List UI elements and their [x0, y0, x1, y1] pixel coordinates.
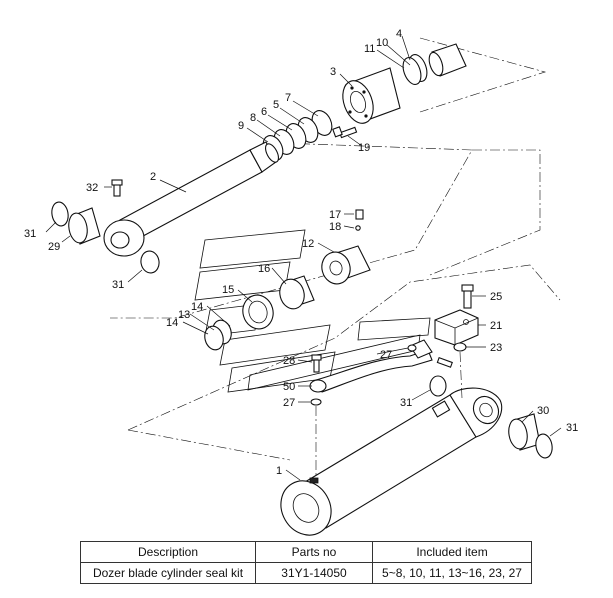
callout-labels: 4 10 11 3 7 5 6 8 9 19 2 32 31 29 31 17 …: [24, 28, 578, 477]
callout-31-d: 31: [566, 422, 578, 434]
header-included-item: Included item: [372, 541, 532, 563]
part-29-bushing: [68, 207, 101, 245]
part-12-piston: [321, 245, 371, 285]
callout-29: 29: [48, 241, 60, 253]
part-18-ball: [355, 225, 361, 231]
part-28-bolt: [311, 354, 322, 373]
part-23-oring: [453, 342, 467, 352]
cell-included-item: 5~8, 10, 11, 13~16, 23, 27: [372, 562, 532, 584]
part-3-gland: [342, 67, 401, 124]
callout-14-a: 14: [191, 301, 203, 313]
callout-27-b: 27: [283, 397, 295, 409]
part-31-ring-d: [535, 433, 553, 459]
callout-8: 8: [250, 112, 256, 124]
callout-14-b: 14: [166, 317, 178, 329]
cell-parts-no: 31Y1-14050: [255, 562, 373, 584]
header-parts-no: Parts no: [255, 541, 373, 563]
callout-16: 16: [258, 263, 270, 275]
callout-23: 23: [490, 342, 502, 354]
callout-21: 21: [490, 320, 502, 332]
callout-11: 11: [364, 43, 375, 55]
callout-27-a: 27: [380, 349, 392, 361]
callout-31-b: 31: [112, 279, 124, 291]
callout-6: 6: [261, 106, 267, 118]
part-27-oring-a: [407, 344, 417, 352]
part-4-rod-end: [428, 43, 467, 77]
part-28-bolt-b: [436, 357, 453, 368]
callout-28: 28: [283, 355, 295, 367]
callout-31-a: 31: [24, 228, 36, 240]
callout-17: 17: [329, 209, 341, 221]
seal-kit-table: Description Parts no Included item Dozer…: [80, 541, 532, 584]
callout-19: 19: [358, 142, 370, 154]
callout-3: 3: [330, 66, 336, 78]
callout-15: 15: [222, 284, 234, 296]
header-description: Description: [80, 541, 256, 563]
callout-13: 13: [178, 309, 190, 321]
part-21-block: [434, 309, 479, 346]
callout-25: 25: [490, 291, 502, 303]
part-25-bolt: [461, 284, 474, 309]
callout-32: 32: [86, 182, 98, 194]
callout-2: 2: [150, 171, 156, 183]
callout-12: 12: [302, 238, 314, 250]
part-15-seal: [242, 294, 274, 330]
part-17-plug: [355, 209, 364, 220]
callout-9: 9: [238, 120, 244, 132]
part-50-pipe: [309, 339, 433, 393]
callout-4: 4: [396, 28, 402, 40]
part-31-ring-c: [429, 375, 447, 397]
callout-7: 7: [285, 92, 291, 104]
part-32-grease-nipple: [111, 179, 123, 197]
part-31-ring-a: [51, 201, 69, 227]
callout-50: 50: [283, 381, 295, 393]
callout-10: 10: [376, 37, 388, 49]
callout-18: 18: [329, 221, 341, 233]
part-19-bolt: [332, 126, 358, 139]
table-header-row: Description Parts no Included item: [80, 541, 532, 563]
part-31-ring-b: [140, 250, 160, 274]
part-13-ring: [204, 325, 224, 351]
part-11-ring: [402, 57, 422, 85]
part-2-rod: [103, 141, 279, 257]
part-30-bushing: [508, 413, 541, 451]
callout-1: 1: [276, 465, 282, 477]
callout-30: 30: [537, 405, 549, 417]
cell-description: Dozer blade cylinder seal kit: [80, 562, 256, 584]
part-1-tube: [280, 387, 503, 536]
part-16-wear-ring: [279, 275, 315, 310]
callout-31-c: 31: [400, 397, 412, 409]
assembly-outline: [110, 37, 561, 461]
callout-5: 5: [273, 99, 279, 111]
table-row: Dozer blade cylinder seal kit 31Y1-14050…: [80, 562, 532, 584]
part-27-oring-b: [310, 398, 322, 406]
leader-lines: [45, 35, 562, 481]
